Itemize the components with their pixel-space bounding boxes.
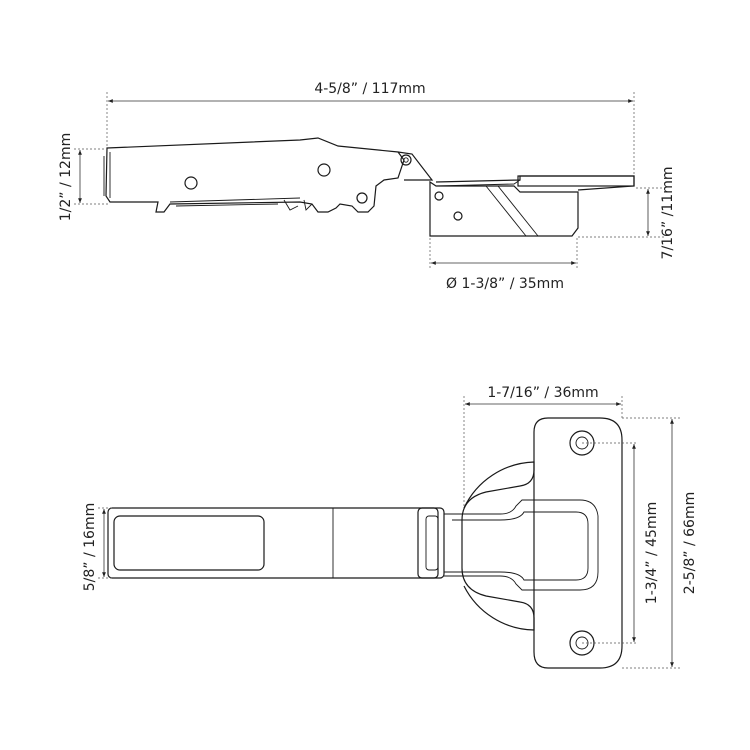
overall-length-label: 4-5/8” / 117mm <box>314 81 425 97</box>
dimension-arm-width: 5/8” / 16mm <box>82 503 114 592</box>
dimension-screw-spacing: 1-3/4” / 45mm <box>632 444 660 642</box>
plate-height-label: 2-5/8” / 66mm <box>682 492 698 594</box>
dimension-arm-height: 1/2” / 12mm <box>58 133 110 222</box>
arm-width-label: 5/8” / 16mm <box>82 503 98 592</box>
screw-spacing-label: 1-3/4” / 45mm <box>644 502 660 604</box>
top-view-hinge <box>107 417 636 669</box>
dimension-overall-length: 4-5/8” / 117mm <box>106 81 635 176</box>
arm-height-label: 1/2” / 12mm <box>58 133 74 222</box>
dimension-plate-height: 2-5/8” / 66mm <box>622 417 698 669</box>
dimension-cup-width: 1-7/16” / 36mm <box>463 385 623 506</box>
dimension-cup-diameter: Ø 1-3/8” / 35mm <box>429 238 578 292</box>
dimension-cup-depth: 7/16” /11mm <box>578 167 676 260</box>
cup-width-label: 1-7/16” / 36mm <box>487 385 598 401</box>
cup-depth-label: 7/16” /11mm <box>660 167 676 260</box>
side-view-hinge <box>103 137 635 237</box>
cup-diameter-label: Ø 1-3/8” / 35mm <box>446 276 564 292</box>
